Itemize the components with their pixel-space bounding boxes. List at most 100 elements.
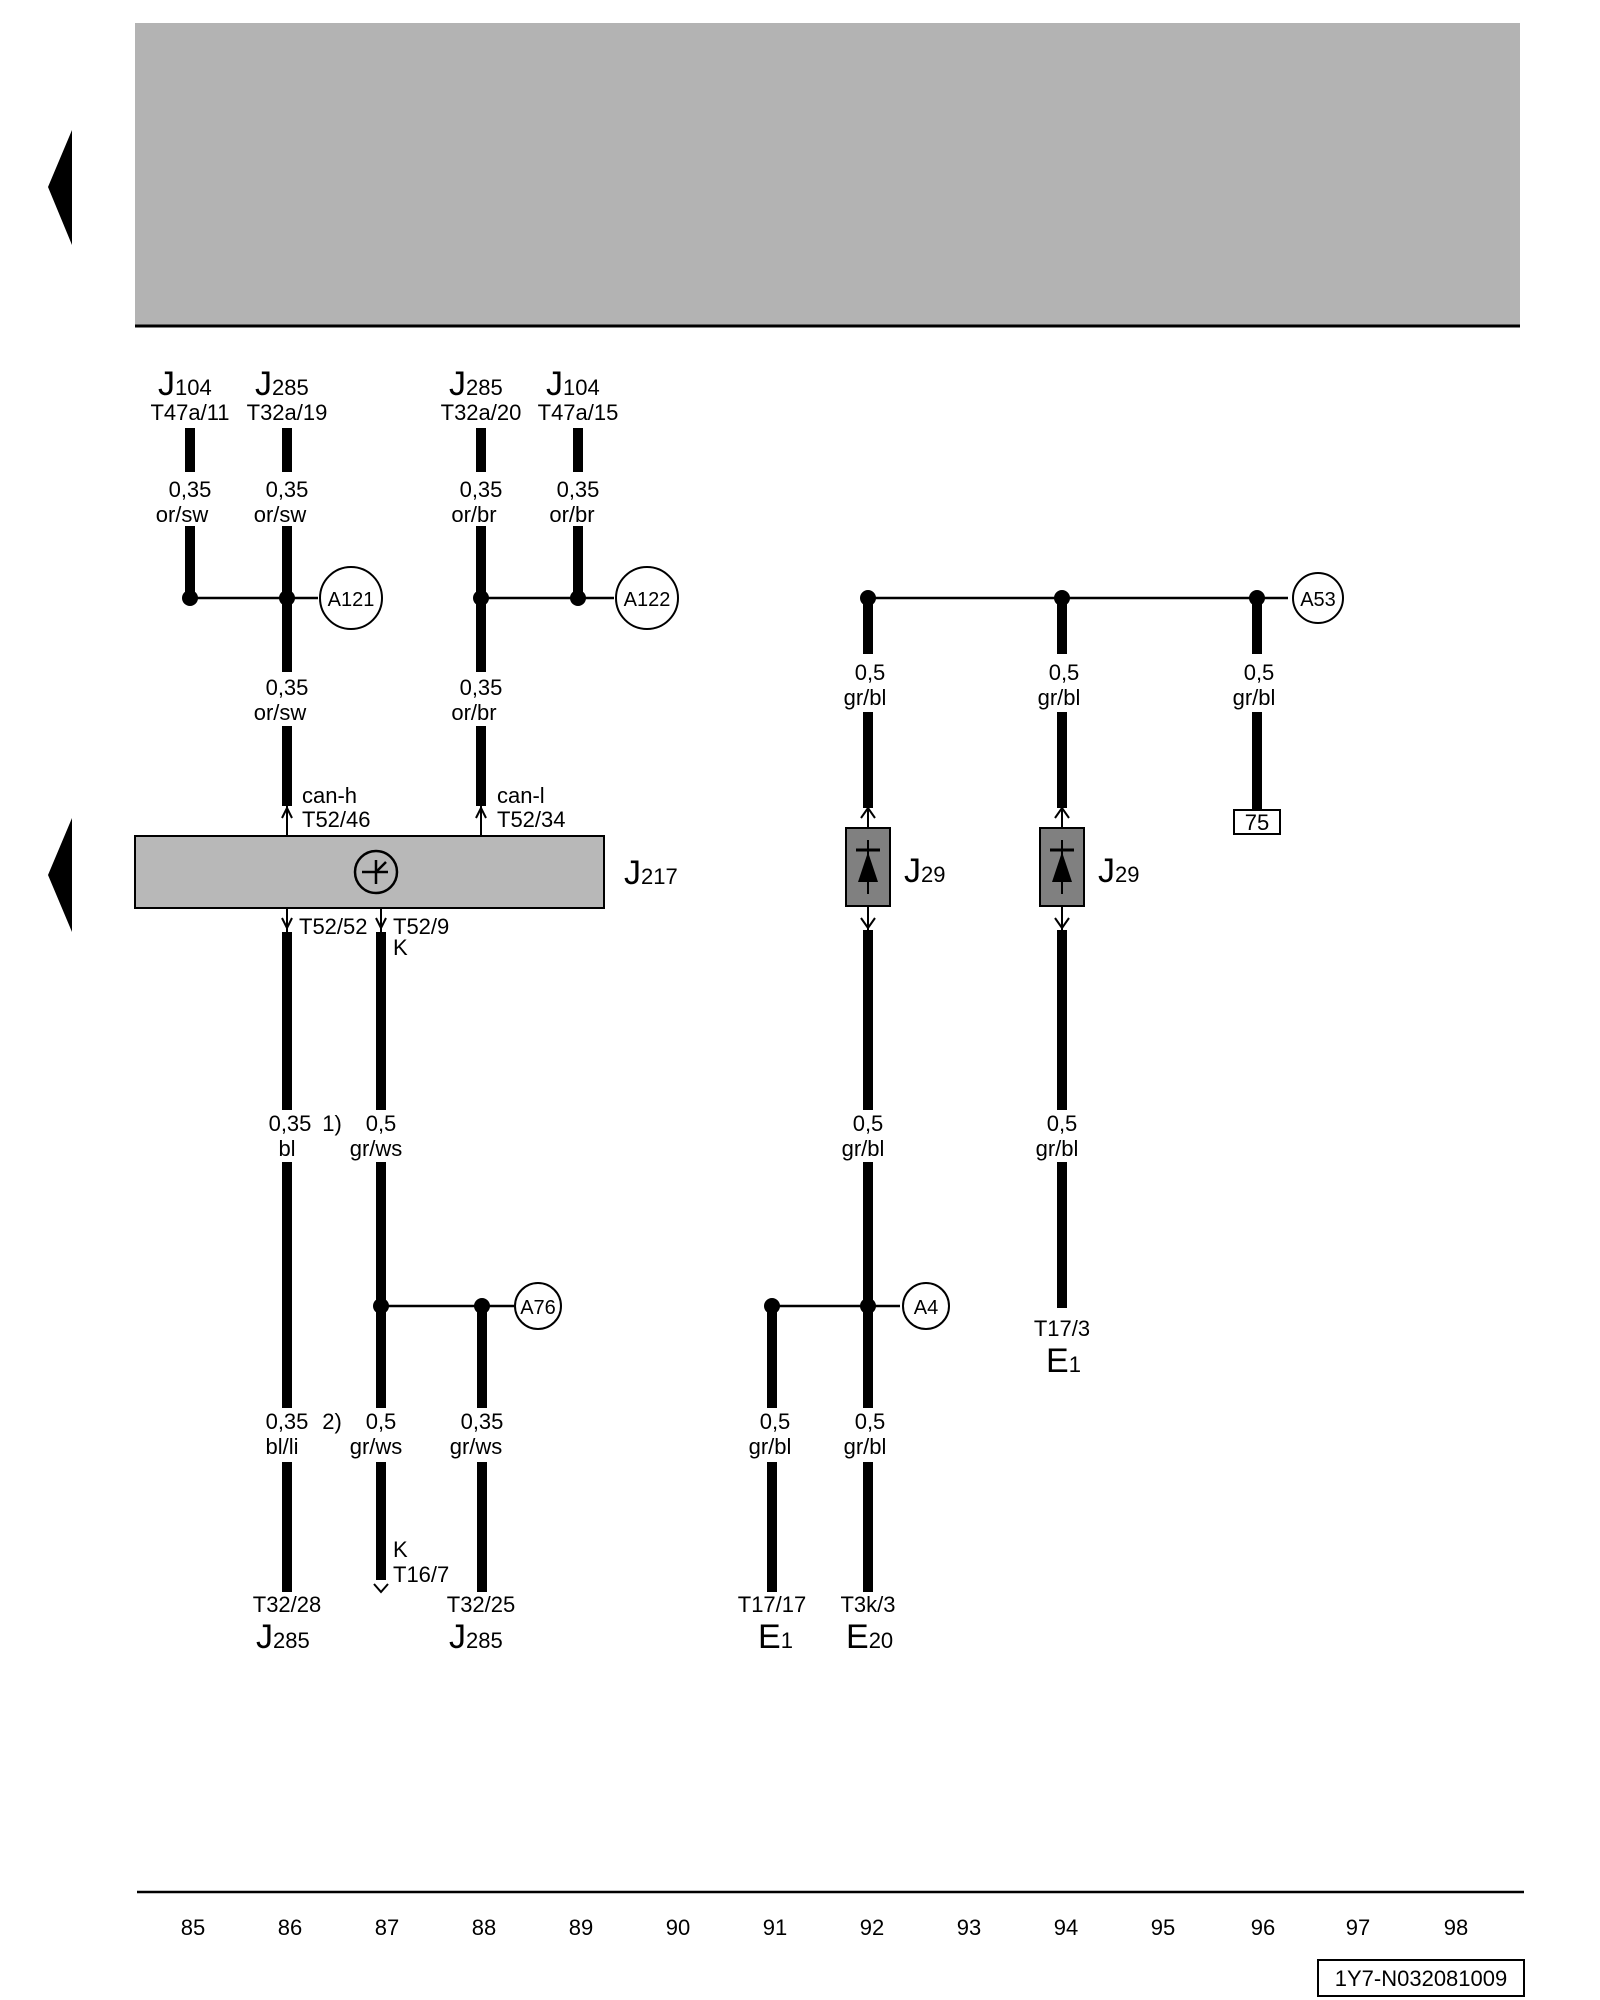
connector-a4 — [902, 1282, 950, 1330]
label-e1-b: E1 — [1046, 1342, 1081, 1380]
ruler-number: 96 — [1251, 1915, 1275, 1940]
connector-a53 — [1292, 572, 1344, 624]
wire-note: 2) — [322, 1409, 342, 1434]
diode-icon — [1050, 840, 1074, 894]
pin-j104-b: T47a/15 — [538, 400, 619, 425]
splice-dot — [182, 590, 198, 606]
ground-symbol-icon — [353, 849, 399, 895]
pin-tick — [373, 1583, 389, 1594]
ruler-numbers: 85 86 87 88 89 90 91 92 93 94 95 96 97 9… — [181, 1915, 1468, 1940]
pin-j285-c: T32/28 — [253, 1592, 322, 1617]
splice-dot — [860, 1298, 876, 1314]
pin-t16-7: T16/7 — [393, 1562, 449, 1587]
splice-dot — [570, 590, 586, 606]
ruler-number: 88 — [472, 1915, 496, 1940]
label-j104-b: J104 — [546, 365, 600, 403]
label-e1-a: E1 — [758, 1618, 793, 1656]
ruler-number: 86 — [278, 1915, 302, 1940]
connector-label: A53 — [1300, 589, 1336, 611]
pin-can-l: T52/34 — [497, 807, 566, 832]
pin-j285-a: T32a/19 — [247, 400, 328, 425]
ruler-number: 90 — [666, 1915, 690, 1940]
wire-color: gr/ws — [350, 1434, 403, 1459]
wire-color: gr/bl — [842, 1136, 885, 1161]
pin-name-can-h: can-h — [302, 783, 357, 808]
connector-label: A76 — [520, 1297, 556, 1319]
wire-color: or/br — [549, 502, 594, 527]
wire-size: 0,35 — [266, 1409, 309, 1434]
pin-e1-b: T17/3 — [1034, 1316, 1090, 1341]
prev-page-arrow-mid[interactable] — [48, 818, 72, 932]
wire-size: 0,35 — [460, 675, 503, 700]
wire-color: or/br — [451, 700, 496, 725]
wire-note: 1) — [322, 1111, 342, 1136]
wire-color: or/br — [451, 502, 496, 527]
connector-label: A4 — [914, 1297, 938, 1319]
pin-can-h: T52/46 — [302, 807, 371, 832]
ruler-number: 92 — [860, 1915, 884, 1940]
wire-color: bl — [278, 1136, 295, 1161]
wire-size: 0,5 — [855, 660, 886, 685]
wire-color: or/sw — [254, 502, 307, 527]
wire-size: 0,35 — [269, 1111, 312, 1136]
terminal-75: 75 — [1245, 810, 1269, 835]
pin-t52-9: T52/9 — [393, 914, 449, 939]
ruler-number: 98 — [1444, 1915, 1468, 1940]
label-j104-a: J104 — [158, 365, 212, 403]
k-label: K — [393, 1537, 408, 1562]
doc-id-box — [1317, 1959, 1525, 1997]
ruler-number: 91 — [763, 1915, 787, 1940]
connector-label: A122 — [624, 589, 671, 611]
pin-t52-52: T52/52 — [299, 914, 368, 939]
pin-e1-a: T17/17 — [738, 1592, 807, 1617]
wire-color: gr/ws — [450, 1434, 503, 1459]
wire-color: or/sw — [254, 700, 307, 725]
label-e20: E20 — [846, 1618, 893, 1656]
pin-k: K — [393, 935, 408, 960]
connector-a76 — [514, 1282, 562, 1330]
wire-color: gr/bl — [1233, 685, 1276, 710]
ruler-number: 93 — [957, 1915, 981, 1940]
wire-size: 0,5 — [1244, 660, 1275, 685]
ruler-number: 89 — [569, 1915, 593, 1940]
wire-color: bl/li — [265, 1434, 298, 1459]
wire-size: 0,35 — [169, 477, 212, 502]
wire-color: gr/bl — [1038, 685, 1081, 710]
connector-a121 — [319, 566, 383, 630]
connector-label: A121 — [328, 589, 375, 611]
prev-page-arrow-top[interactable] — [48, 130, 72, 245]
pin-j285-d: T32/25 — [447, 1592, 516, 1617]
diode-icon — [856, 840, 880, 894]
ruler-number: 95 — [1151, 1915, 1175, 1940]
wire-size: 0,5 — [853, 1111, 884, 1136]
splice-dot — [373, 1298, 389, 1314]
ruler-number: 85 — [181, 1915, 205, 1940]
wire-size: 0,5 — [855, 1409, 886, 1434]
pin-name-can-l: can-l — [497, 783, 545, 808]
pin-tick — [860, 917, 876, 930]
label-j29-b: J29 — [1098, 852, 1139, 890]
wire-size: 0,5 — [1047, 1111, 1078, 1136]
wire-size: 0,5 — [1049, 660, 1080, 685]
label-j285-c: J285 — [256, 1618, 310, 1656]
splice-dot — [473, 590, 489, 606]
wire-size: 0,35 — [266, 675, 309, 700]
wire-color: gr/ws — [350, 1136, 403, 1161]
label-j29-a: J29 — [904, 852, 945, 890]
wire-size: 0,5 — [760, 1409, 791, 1434]
ruler-number: 94 — [1054, 1915, 1078, 1940]
connector-a122 — [615, 566, 679, 630]
wire-size: 0,5 — [366, 1409, 397, 1434]
splice-dot — [279, 590, 295, 606]
wire-size: 0,35 — [266, 477, 309, 502]
label-j285-b: J285 — [449, 365, 503, 403]
doc-id: 1Y7-N032081009 — [1335, 1966, 1507, 1991]
terminal-75-box — [1233, 809, 1281, 835]
ruler-number: 97 — [1346, 1915, 1370, 1940]
pin-j285-b: T32a/20 — [441, 400, 522, 425]
pin-e20: T3k/3 — [840, 1592, 895, 1617]
wire-color: or/sw — [156, 502, 209, 527]
label-j217: J217 — [624, 854, 678, 892]
wire-size: 0,35 — [460, 477, 503, 502]
